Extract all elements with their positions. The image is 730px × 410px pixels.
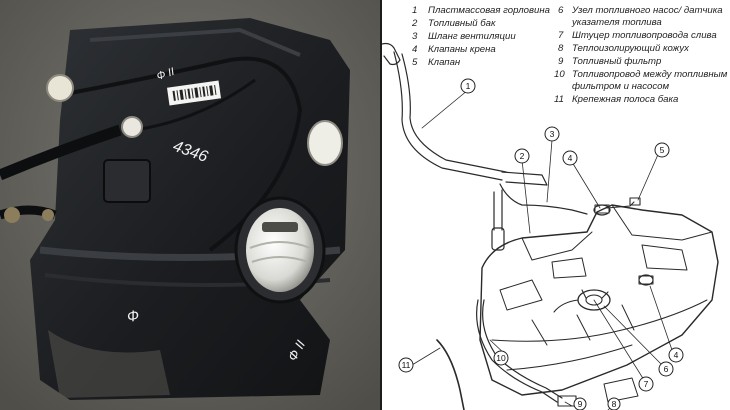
legend-label: Теплоизолирующий кожух xyxy=(572,43,690,54)
fuel-hose xyxy=(0,124,122,181)
fuel-tank-photo-illustration: 4346 Ф II Ф Ф II xyxy=(0,0,380,410)
callout-number: 4 xyxy=(568,153,573,163)
callout-number: 9 xyxy=(578,399,583,409)
vent-hose xyxy=(491,183,588,251)
callout-number: 1 xyxy=(466,81,471,91)
legend-label: Шланг вентиляции xyxy=(428,31,516,42)
callout-number: 11 xyxy=(402,360,411,370)
barcode-sticker xyxy=(167,80,221,106)
legend-label: Крепежная полоса бака xyxy=(572,94,678,105)
valve-cap xyxy=(121,116,143,138)
parts-legend: 1 Пластмассовая горловина 2 Топливный ба… xyxy=(411,5,728,105)
callout-bubble: 4 xyxy=(668,347,684,363)
marker-annotations: 4346 Ф II Ф Ф II xyxy=(126,66,309,364)
hose-fitting xyxy=(42,209,54,221)
legend-label: Топливопровод между топливным xyxy=(572,69,728,80)
tank-body xyxy=(30,18,350,400)
callout-bubble: 6 xyxy=(658,361,674,377)
legend-label: Топливный бак xyxy=(428,18,496,29)
fuel-pump-unit xyxy=(553,289,611,313)
mounting-strap xyxy=(436,339,465,410)
filler-neck xyxy=(382,42,548,186)
legend-number: 4 xyxy=(412,44,417,55)
callout-number: 6 xyxy=(664,364,669,374)
mounting-bracket xyxy=(103,159,151,203)
callout-number: 8 xyxy=(612,399,617,409)
callout-number: 4 xyxy=(674,350,679,360)
legend-number: 2 xyxy=(411,18,418,29)
legend-number: 3 xyxy=(412,31,418,42)
legend-label: Узел топливного насос/ датчика xyxy=(571,5,723,16)
callouts: 1 2 3 4 5 4 6 xyxy=(398,78,684,410)
legend-label: Клапан xyxy=(428,57,461,68)
fuel-pump-rib xyxy=(249,241,311,249)
callout-bubble: 7 xyxy=(638,376,654,392)
legend-number: 5 xyxy=(412,57,418,68)
vent-line xyxy=(59,56,303,252)
filler-neck-cap xyxy=(46,74,74,102)
legend-label: Штуцер топливопровода слива xyxy=(572,30,717,41)
legend-number: 10 xyxy=(554,69,565,80)
callout-number: 7 xyxy=(644,379,649,389)
tank-ridge xyxy=(89,27,301,57)
callout-number: 3 xyxy=(550,129,555,139)
callout-bubble: 2 xyxy=(514,148,530,164)
rollover-valves xyxy=(593,197,654,286)
callout-bubble: 11 xyxy=(398,357,414,373)
dust-patch xyxy=(48,330,170,398)
marker-text: Ф xyxy=(126,307,141,326)
callout-bubble: 8 xyxy=(607,397,621,410)
legend-number: 11 xyxy=(554,94,564,105)
barcode-icon xyxy=(172,84,217,101)
callout-bubble: 9 xyxy=(573,397,587,410)
vent-line xyxy=(134,78,256,132)
legend-number: 1 xyxy=(412,5,417,16)
rollover-valve-cap xyxy=(307,120,343,166)
callout-number: 2 xyxy=(520,151,525,161)
callout-bubble: 3 xyxy=(544,126,560,142)
legend-label: указателя топлива xyxy=(571,17,662,28)
fuel-pump-cap xyxy=(246,208,314,292)
legend-label: Клапаны крена xyxy=(428,44,496,55)
callout-number: 10 xyxy=(496,353,506,363)
fuel-tank-diagram: 1 Пластмассовая горловина 2 Топливный ба… xyxy=(382,0,730,410)
hose-fitting xyxy=(4,207,20,223)
panel-divider xyxy=(380,0,382,410)
marker-text: Ф II xyxy=(155,66,176,83)
legend-number: 8 xyxy=(558,43,564,54)
legend-label: Пластмассовая горловина xyxy=(428,5,550,16)
callout-bubble: 5 xyxy=(654,142,670,158)
fuel-pump-connector xyxy=(262,222,298,232)
callout-bubble: 10 xyxy=(493,350,509,366)
legend-number: 7 xyxy=(558,30,564,41)
legend-label: фильтром и насосом xyxy=(572,81,669,92)
callout-number: 5 xyxy=(660,145,665,155)
callout-bubble: 1 xyxy=(460,78,476,94)
legend-number: 6 xyxy=(558,5,564,16)
legend-label: Топливный фильтр xyxy=(572,56,662,67)
diagram-drawing: 1 Пластмассовая горловина 2 Топливный ба… xyxy=(382,5,728,410)
tank-outline xyxy=(479,204,719,396)
legend-number: 9 xyxy=(558,56,564,67)
callout-bubble: 4 xyxy=(562,150,578,166)
fuel-tank-photo: 4346 Ф II Ф Ф II xyxy=(0,0,380,410)
fuel-pump-rib xyxy=(251,256,309,263)
